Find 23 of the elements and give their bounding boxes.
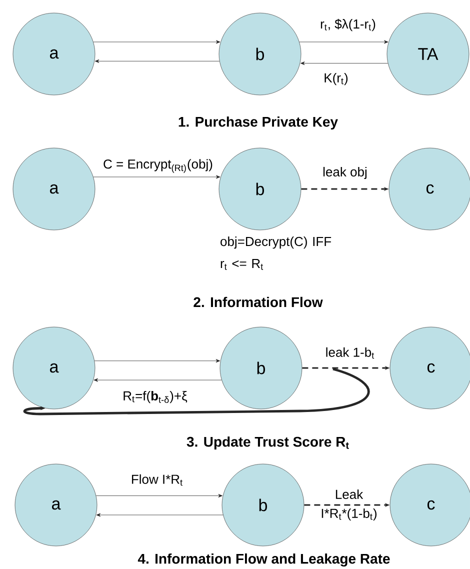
- edge-label: leak obj: [322, 166, 368, 180]
- edge-label: Flow I*R$_{t}$: [130, 473, 184, 487]
- arrow: [93, 40, 220, 44]
- arrow: [96, 513, 224, 517]
- arrow: [93, 175, 220, 179]
- arrow: [96, 494, 223, 498]
- edge-label: r$_{t}$, $λ(1-r$_{t}$): [319, 18, 377, 32]
- arrow: [94, 359, 220, 363]
- edge-label: C = Encrypt$_{(Rt)}$(obj): [102, 158, 214, 174]
- panel-title: 2. Information Flow: [194, 296, 323, 308]
- arrow: [94, 59, 220, 63]
- edge-label: K(r$_{t}$): [322, 72, 350, 86]
- edge-label: leak 1-b$_{t}$: [324, 346, 376, 360]
- arrow: [24, 368, 370, 416]
- node-note: obj=Decrypt(C) IFF r$_{t}$ <= R$_{t}$: [220, 236, 332, 270]
- panel-title: 4. Information Flow and Leakage Rate: [138, 553, 390, 567]
- edge-label: R$_{t}$=f(b$_{t-δ}$)+ξ: [122, 390, 188, 404]
- arrow: [299, 40, 388, 44]
- panel-title: 1. Purchase Private Key: [178, 116, 338, 130]
- arrow: [94, 378, 222, 382]
- panel-title: 3. Update Trust Score R$_{t}$: [186, 436, 349, 450]
- edge-label: Leak I*R$_{t}$*(1-b$_{t}$): [322, 489, 376, 521]
- arrow: [300, 62, 388, 66]
